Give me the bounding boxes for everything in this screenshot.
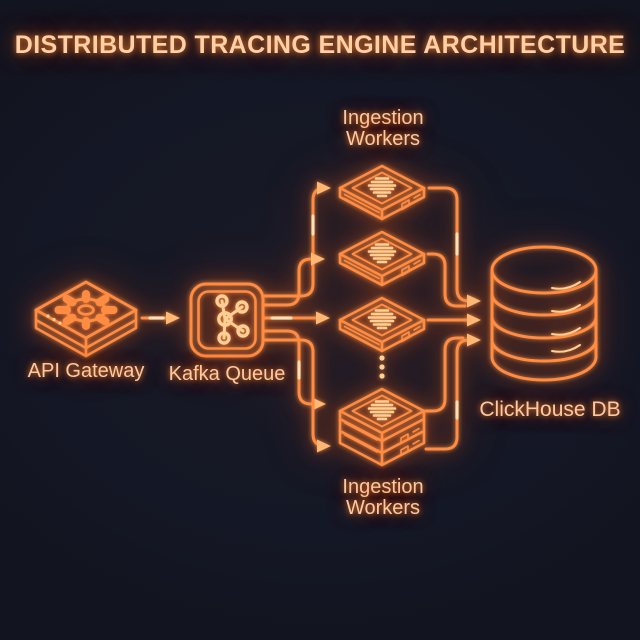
ingestion-worker-box-1 <box>338 164 426 221</box>
diagram-title: DISTRIBUTED TRACING ENGINE ARCHITECTURE <box>14 31 626 59</box>
ingestion-workers-bottom-label-line2: Workers <box>345 497 421 519</box>
clickhouse-db-node <box>490 245 598 382</box>
ingestion-worker-box-2 <box>338 230 426 287</box>
ingestion-workers-top-label-line2: Workers <box>345 128 421 150</box>
glow-hotspots <box>148 214 459 420</box>
edge-kafka-to-worker-2 <box>262 252 325 307</box>
ingestion-worker-stack <box>338 387 426 467</box>
edge-worker-1-to-db <box>427 186 481 308</box>
clickhouse-db-label: ClickHouse DB <box>479 398 621 421</box>
kafka-queue-node <box>189 282 265 358</box>
ingestion-workers-bottom-label: Ingestion Workers <box>313 477 453 519</box>
api-gateway-label: API Gateway <box>27 360 145 382</box>
edge-stack-upper-to-db <box>424 336 465 413</box>
edge-worker-2-to-db <box>426 252 467 308</box>
edge-kafka-to-stack-lower <box>262 338 331 453</box>
ingestion-workers-top-label-line1: Ingestion <box>342 107 424 129</box>
kafka-logo-icon <box>215 294 250 345</box>
gear-icon <box>59 294 114 326</box>
edge-stack-lower-to-db <box>424 333 481 451</box>
more-workers-ellipsis-icon <box>379 355 385 379</box>
edge-kafka-to-worker-1 <box>262 181 331 298</box>
ingestion-worker-box-3 <box>338 296 426 353</box>
gear-server-box-icon <box>34 280 138 358</box>
database-cylinder-icon <box>490 245 598 382</box>
ingestion-workers-top-label: Ingestion Workers <box>313 108 453 150</box>
ingestion-workers-bottom-label-line1: Ingestion <box>342 476 424 498</box>
api-gateway-node <box>34 280 138 358</box>
kafka-queue-label: Kafka Queue <box>168 363 286 385</box>
